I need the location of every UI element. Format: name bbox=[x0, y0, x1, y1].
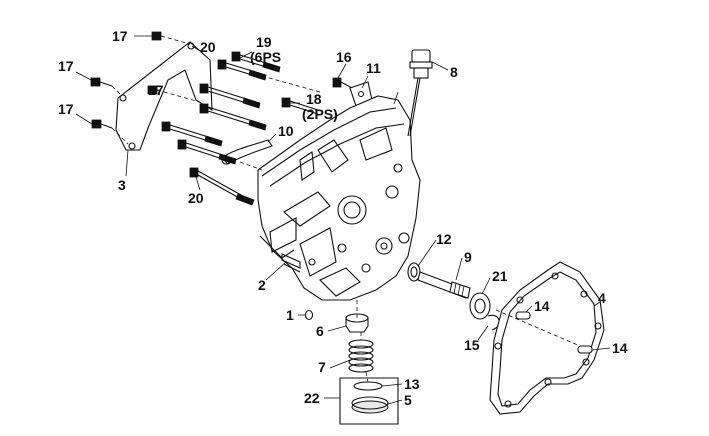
leader-lines bbox=[75, 35, 611, 405]
callout-22: 22 bbox=[304, 390, 320, 406]
callout-20-top: 20 bbox=[200, 39, 216, 55]
callout-3: 3 bbox=[118, 177, 126, 193]
callout-17-middle: 17 bbox=[148, 82, 164, 98]
o-ring-part-13 bbox=[353, 381, 383, 391]
o-ring-part-1 bbox=[304, 309, 314, 321]
callout-17-top: 17 bbox=[112, 28, 128, 44]
callout-13: 13 bbox=[404, 376, 420, 392]
dipstick-part-8 bbox=[407, 49, 433, 137]
bolt-17-upper-left bbox=[90, 77, 123, 97]
callout-19-note: (6PS bbox=[250, 49, 281, 65]
callout-14-upper: 14 bbox=[534, 298, 550, 314]
pipe-clamp-part-10 bbox=[221, 139, 273, 165]
bolt-16 bbox=[332, 77, 353, 89]
callout-7: 7 bbox=[318, 359, 326, 375]
callout-labels: 17 20 19 (6PS 16 11 8 17 17 18 (2PS) 17 … bbox=[58, 28, 628, 408]
callout-9: 9 bbox=[464, 249, 472, 265]
callout-14-lower: 14 bbox=[612, 340, 628, 356]
callout-21: 21 bbox=[492, 268, 508, 284]
callout-18: 18 bbox=[306, 91, 322, 107]
callout-4: 4 bbox=[598, 290, 606, 306]
cover-gasket-part-4 bbox=[489, 261, 605, 415]
callout-17-lower-left: 17 bbox=[58, 101, 74, 117]
long-bolts-group bbox=[161, 51, 281, 206]
bolt-18 bbox=[281, 97, 319, 115]
gasket-strip-part-2 bbox=[281, 253, 301, 273]
callout-20-bottom: 20 bbox=[188, 190, 204, 206]
callout-17-upper-left: 17 bbox=[58, 58, 74, 74]
callout-8: 8 bbox=[450, 64, 458, 80]
callout-2: 2 bbox=[258, 277, 266, 293]
spring-part-7 bbox=[348, 339, 374, 373]
callout-18-note: (2PS) bbox=[302, 106, 338, 122]
callout-6: 6 bbox=[316, 323, 324, 339]
dowel-pin-14-upper bbox=[515, 311, 531, 320]
callout-15: 15 bbox=[464, 337, 480, 353]
bracket-plate-part-3 bbox=[115, 41, 213, 151]
callout-1: 1 bbox=[286, 307, 294, 323]
bearing-part-21 bbox=[469, 292, 491, 320]
kit-box-part-22 bbox=[339, 377, 399, 425]
callout-11: 11 bbox=[366, 60, 381, 76]
dowel-pin-14-lower bbox=[577, 345, 593, 354]
callout-19: 19 bbox=[256, 34, 272, 50]
callout-12: 12 bbox=[436, 231, 452, 247]
assembly-center-lines bbox=[239, 75, 581, 383]
filter-screen-part-5 bbox=[351, 396, 389, 414]
bolt-17-top bbox=[151, 31, 191, 45]
callout-16: 16 bbox=[336, 49, 352, 65]
shaft-part-9 bbox=[417, 271, 471, 299]
callout-10: 10 bbox=[278, 123, 294, 139]
callout-5: 5 bbox=[404, 392, 412, 408]
crankcase-body bbox=[257, 91, 421, 301]
